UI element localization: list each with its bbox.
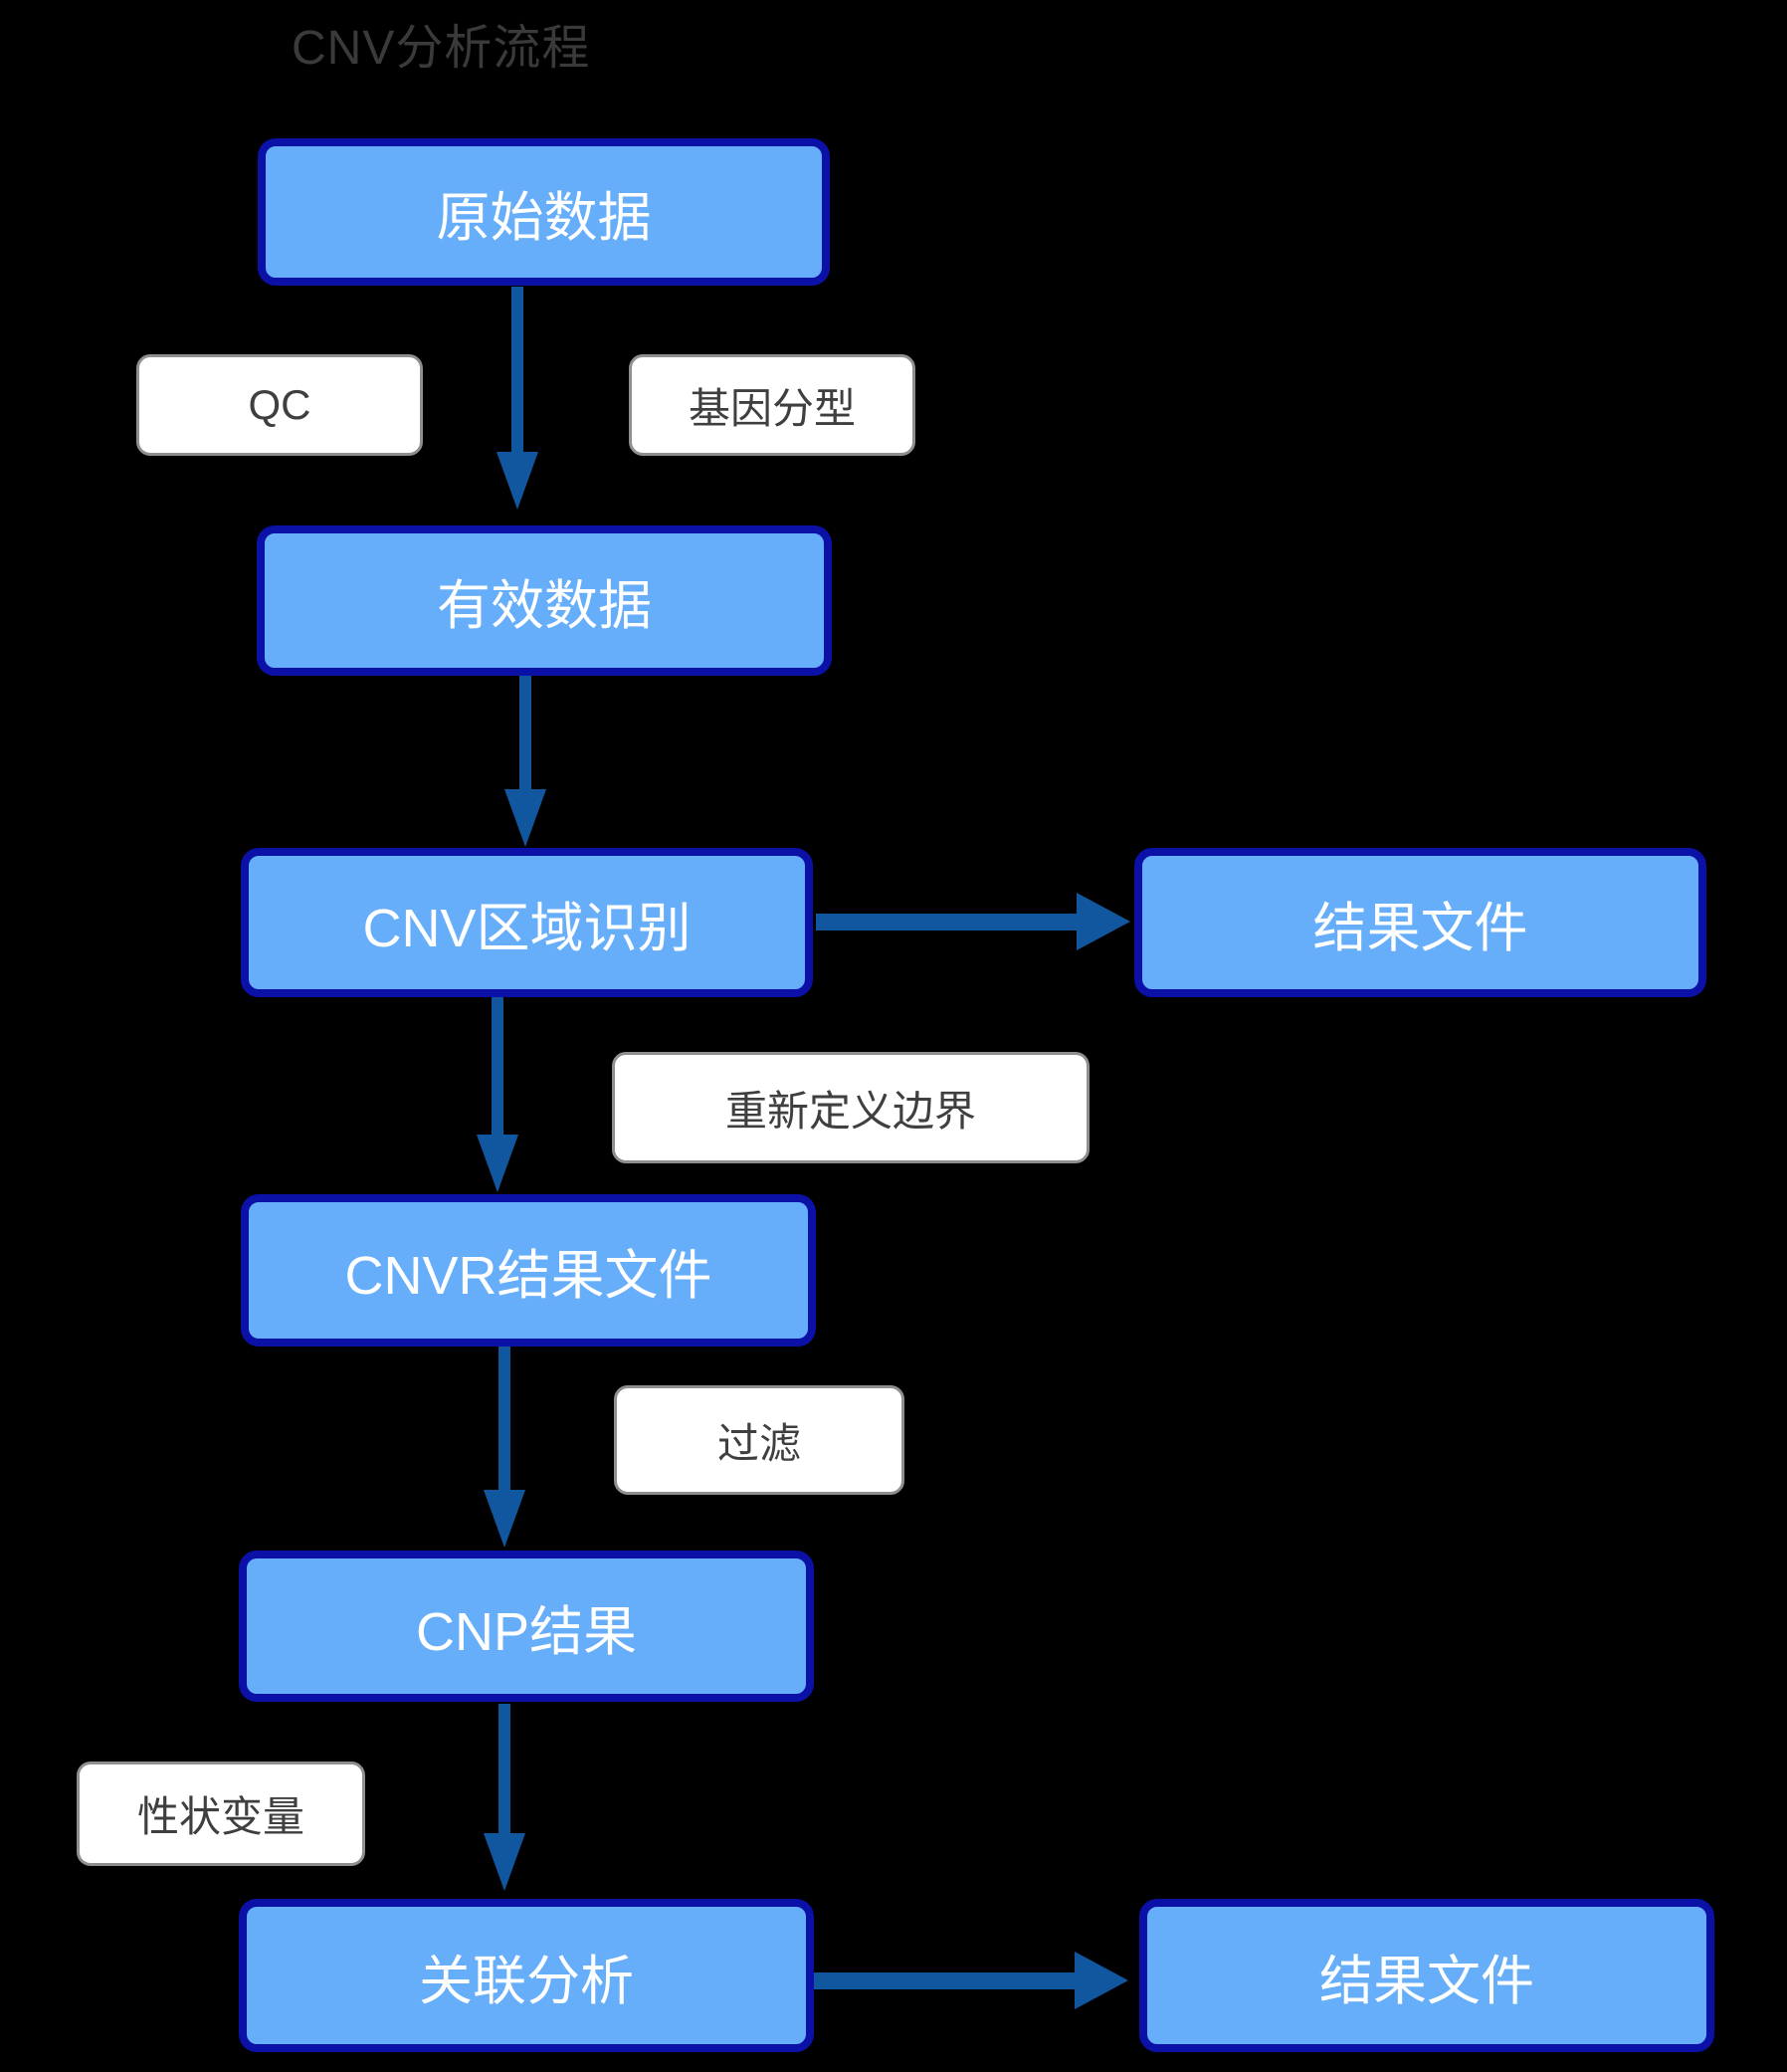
node-valid-data: 有效数据: [257, 525, 832, 676]
label-trait-variable: 性状变量: [77, 1761, 365, 1866]
arrow-valid-to-cnv-region: [504, 676, 546, 847]
arrow-shaft: [814, 1971, 1075, 1989]
arrow-cnvr-to-cnp: [484, 1347, 525, 1548]
arrow-shaft: [511, 287, 523, 452]
arrow-head: [484, 1490, 525, 1548]
arrow-shaft: [816, 913, 1077, 931]
arrow-cnv-region-to-cnvr: [477, 997, 518, 1192]
node-raw-data: 原始数据: [258, 138, 830, 286]
arrow-head: [1075, 1952, 1128, 2009]
node-cnp-result: CNP结果: [239, 1551, 814, 1702]
node-association-analysis: 关联分析: [239, 1899, 814, 2052]
arrow-shaft: [492, 997, 503, 1135]
arrow-shaft: [519, 676, 531, 789]
label-qc: QC: [136, 354, 423, 456]
label-redefine-boundary: 重新定义边界: [612, 1052, 1090, 1163]
label-filter: 过滤: [614, 1385, 904, 1495]
node-result-file-bottom: 结果文件: [1139, 1899, 1714, 2052]
label-genotyping: 基因分型: [629, 354, 915, 456]
arrow-raw-to-valid: [496, 287, 538, 510]
node-result-file-top: 结果文件: [1134, 848, 1706, 997]
arrow-shaft: [498, 1704, 510, 1833]
diagram-title: CNV分析流程: [292, 22, 591, 75]
node-cnvr-result-file: CNVR结果文件: [241, 1194, 816, 1347]
arrow-head: [484, 1833, 525, 1891]
arrow-association-to-result-file: [814, 1952, 1128, 2009]
arrow-head: [1077, 893, 1130, 950]
arrow-shaft: [498, 1347, 510, 1490]
arrow-head: [477, 1135, 518, 1192]
node-cnv-region-identification: CNV区域识别: [241, 848, 813, 997]
arrow-cnv-region-to-result-file: [816, 893, 1130, 950]
arrow-cnp-to-association: [484, 1704, 525, 1891]
arrow-head: [504, 789, 546, 847]
arrow-head: [496, 452, 538, 510]
